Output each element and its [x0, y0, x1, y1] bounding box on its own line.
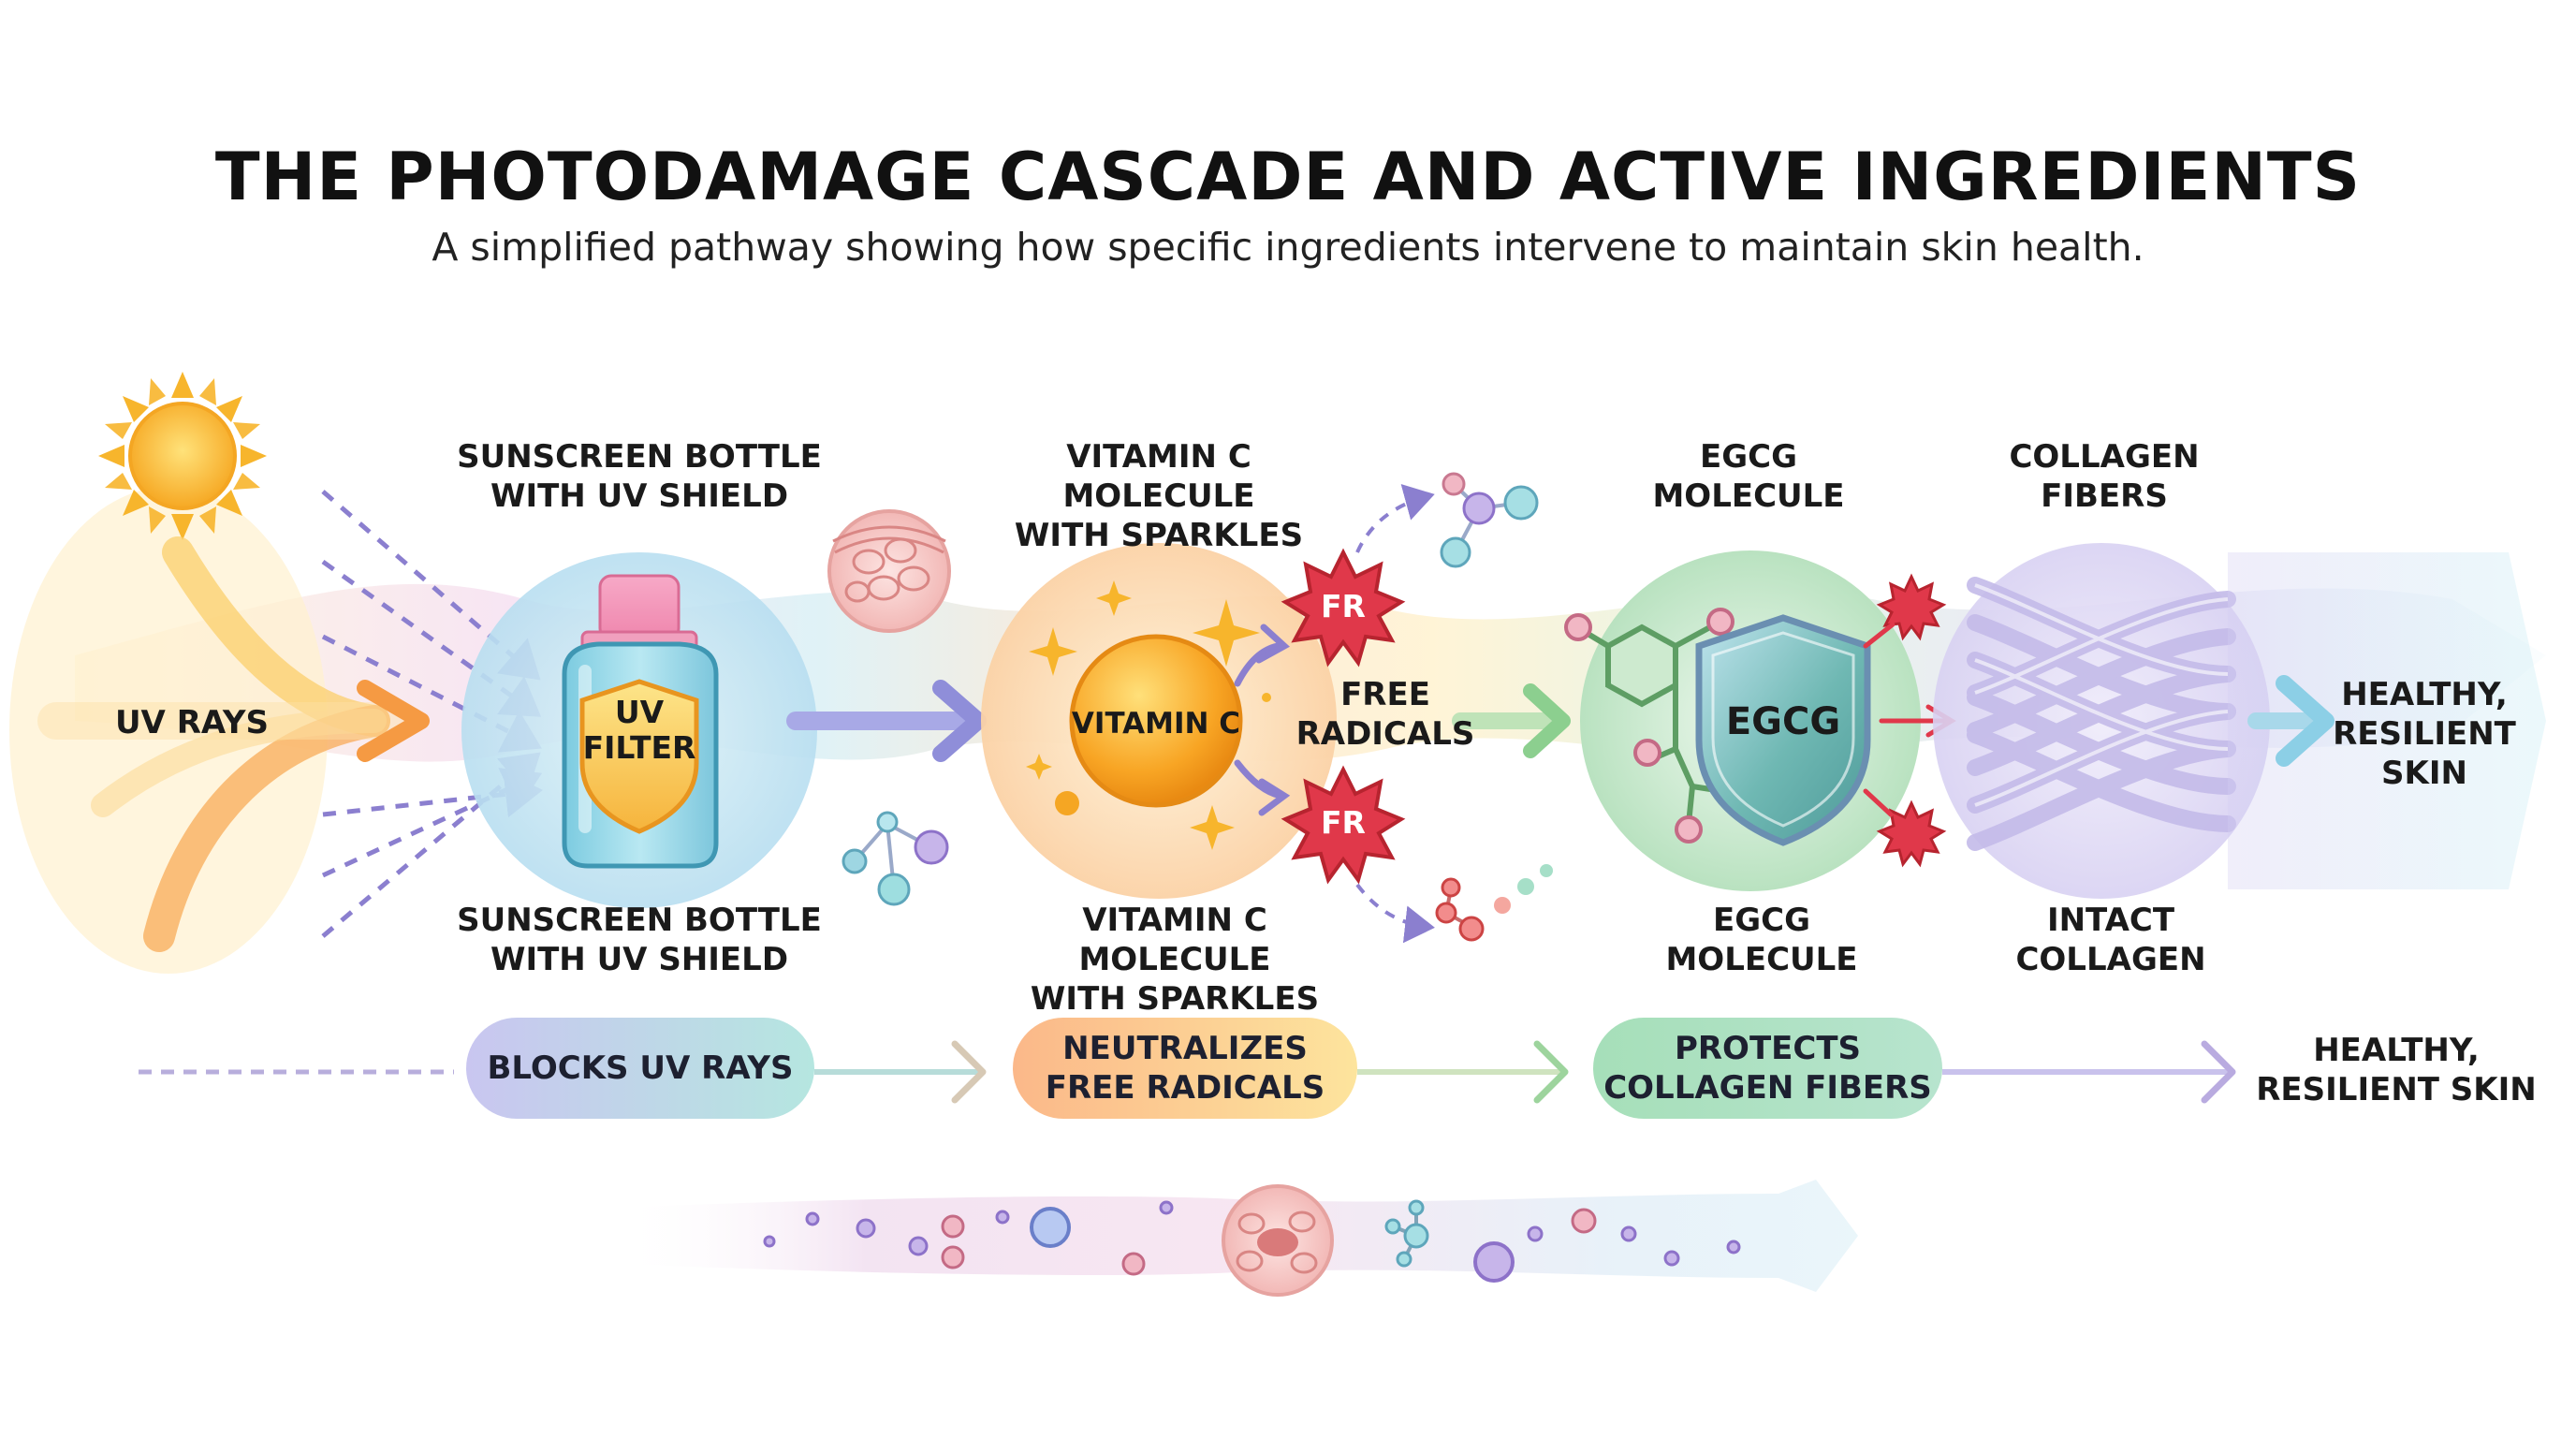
free-radicals-label: FREE RADICALS [1295, 676, 1475, 753]
arrow-icon [1452, 683, 1571, 758]
molecule-icon [842, 811, 949, 906]
blocks-uv-pill: BLOCKS UV RAYS [487, 1049, 794, 1087]
intact-collagen-label: INTACT COLLAGEN [2015, 902, 2206, 978]
bottom-particle-flow [618, 1180, 1858, 1297]
molecule-icon [1440, 472, 1539, 568]
vitamin-c-label: VITAMIN C [1071, 707, 1241, 741]
free-radical-icon [1281, 548, 1406, 668]
skin-cell-icon [827, 509, 951, 633]
free-radical-badge-bottom: FR [1321, 804, 1366, 841]
vitamin-c-bottom-label: VITAMIN C MOLECULE WITH SPARKLES [1030, 902, 1320, 1018]
collagen-fiber-icon [1933, 543, 2270, 899]
result-label: HEALTHY, RESILIENT SKIN [2256, 1032, 2537, 1108]
outcome-arrow-icon [2228, 552, 2546, 889]
outcome-label: HEALTHY, RESILIENT SKIN [2333, 676, 2516, 792]
sunscreen-top-label: SUNSCREEN BOTTLE WITH UV SHIELD [457, 438, 822, 515]
collagen-top-label: COLLAGEN FIBERS [2009, 438, 2200, 515]
vitamin-c-arrows [1234, 624, 1291, 816]
uv-shield-icon [579, 679, 699, 834]
dashed-radical-arrows [1355, 484, 1435, 944]
free-radical-icon [1876, 573, 1947, 641]
vitamin-c-top-label: VITAMIN C MOLECULE WITH SPARKLES [1014, 438, 1304, 554]
uv-ray-beams [37, 536, 412, 952]
neutralizes-pill: NEUTRALIZES FREE RADICALS [1045, 1030, 1325, 1107]
pill-bg-protects [1593, 1018, 1942, 1119]
sunscreen-bottom-label: SUNSCREEN BOTTLE WITH UV SHIELD [457, 902, 822, 978]
sparkle-icon [1026, 580, 1271, 850]
uv-rays-label: UV RAYS [114, 704, 270, 741]
free-radical-badge-top: FR [1321, 588, 1366, 624]
action-row-connectors [139, 1040, 2236, 1104]
page-title: THE PHOTODAMAGE CASCADE AND ACTIVE INGRE… [214, 139, 2362, 215]
egcg-atoms [1564, 608, 1734, 844]
protects-pill: PROTECTS COLLAGEN FIBERS [1603, 1030, 1932, 1107]
pill-bg-blocks [466, 1018, 814, 1119]
free-radical-icon [1876, 800, 1947, 868]
vitamin-c-orb-icon [1069, 634, 1243, 808]
pill-bg-neutralizes [1013, 1018, 1357, 1119]
uv-arrow-icon [357, 680, 430, 762]
arrow-icon [786, 680, 987, 762]
molecule-icon [1435, 864, 1553, 942]
uv-filter-label: UV FILTER [582, 694, 696, 766]
page-subtitle: A simplified pathway showing how specifi… [432, 225, 2144, 270]
egcg-shield-label: EGCG [1725, 700, 1841, 743]
free-radical-icon [1281, 765, 1406, 885]
egcg-shield-icon [1695, 614, 1871, 846]
egcg-top-label: EGCG MOLECULE [1652, 438, 1845, 515]
egcg-bottom-label: EGCG MOLECULE [1665, 902, 1858, 978]
sun-icon [98, 372, 267, 540]
